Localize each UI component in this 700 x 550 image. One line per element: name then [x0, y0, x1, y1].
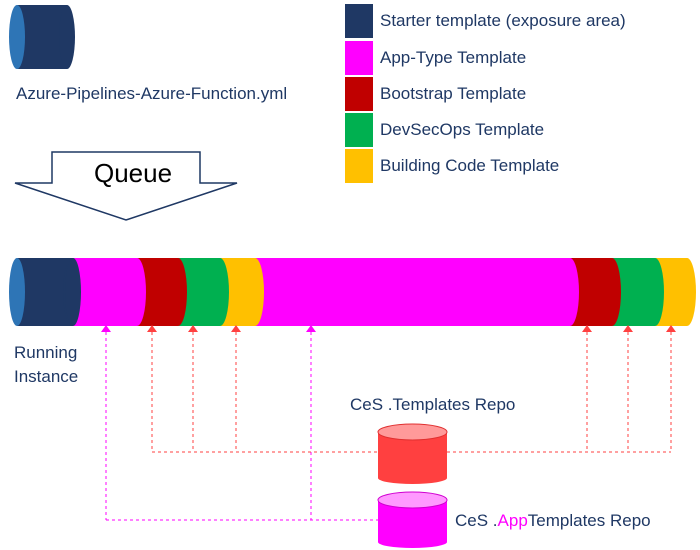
- app-templates-connectors: [105, 332, 378, 521]
- app-templates-repo-label-highlight: App: [497, 511, 528, 530]
- running-instance-label: Running Instance: [14, 343, 79, 386]
- templates-arrowheads: [147, 325, 676, 332]
- legend-label-starter: Starter template (exposure area): [380, 11, 626, 30]
- app-templates-repo-cylinder: [377, 491, 448, 548]
- legend-item-bootstrap: Bootstrap Template: [345, 77, 526, 111]
- legend-item-devsecops: DevSecOps Template: [345, 113, 544, 147]
- legend-label-building-code: Building Code Template: [380, 156, 560, 175]
- templates-connectors: [151, 332, 672, 453]
- queue-label: Queue: [94, 158, 173, 188]
- source-file-label: Azure-Pipelines-Azure-Function.yml: [16, 84, 288, 103]
- templates-repo-cylinder: [377, 423, 448, 484]
- queue-arrow: [14, 151, 238, 221]
- segment-app-type-2: [255, 258, 570, 326]
- app-templates-arrowheads: [101, 325, 316, 332]
- app-templates-repo-label-prefix: CeS .: [455, 511, 498, 530]
- running-instance-pipeline: [9, 258, 696, 326]
- legend-label-app-type: App-Type Template: [380, 48, 527, 67]
- legend-item-building-code: Building Code Template: [345, 149, 559, 183]
- templates-repo-label: CeS .Templates Repo: [350, 395, 516, 414]
- segment-app-type-1: [73, 258, 137, 326]
- legend-swatch-building-code: [345, 149, 373, 183]
- legend-label-bootstrap: Bootstrap Template: [380, 84, 527, 103]
- legend-item-app-type: App-Type Template: [345, 41, 526, 75]
- legend-swatch-starter: [345, 4, 373, 38]
- legend-swatch-bootstrap: [345, 77, 373, 111]
- legend-item-starter: Starter template (exposure area): [345, 4, 626, 38]
- source-file-cylinder: [9, 5, 75, 69]
- app-templates-repo-label-suffix: Templates Repo: [527, 511, 651, 530]
- legend-label-devsecops: DevSecOps Template: [380, 120, 545, 139]
- legend-swatch-devsecops: [345, 113, 373, 147]
- legend-swatch-app-type: [345, 41, 373, 75]
- app-templates-repo-label: CeS .AppTemplates Repo: [455, 511, 651, 531]
